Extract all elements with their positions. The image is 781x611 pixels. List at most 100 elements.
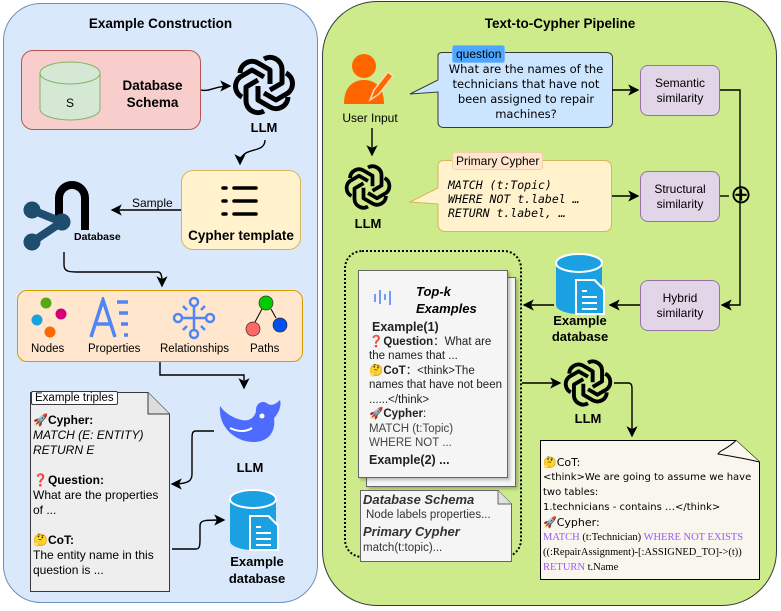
graph-element-relationships: Relationships	[160, 343, 230, 355]
question-mark-icon: ❓	[33, 473, 48, 487]
semantic-line2: similarity	[656, 90, 704, 105]
primary-cypher-tag: Primary Cypher	[452, 152, 544, 170]
properties-icon	[89, 297, 128, 338]
output-cot-heading: CoT:	[556, 456, 581, 469]
left-panel-arrows	[63, 80, 266, 550]
example-database-icon[interactable]	[229, 489, 281, 551]
topk-cypher-heading: Cypher	[383, 408, 423, 420]
topk-question-heading: Question	[383, 335, 434, 348]
audio-wave-icon	[374, 290, 391, 305]
openai-llm-icon[interactable]	[344, 163, 392, 211]
primary-cypher-line: WHERE NOT t.label …	[448, 192, 580, 206]
triples-cot-heading: CoT:	[47, 533, 74, 547]
left-panel-title: Example Construction	[88, 16, 233, 31]
hybrid-line2: similarity	[656, 305, 704, 320]
output-content: 🤔CoT: <think>We are going to assume we h…	[543, 455, 759, 575]
llm-top-label: LLM	[250, 120, 278, 135]
schema-cylinder-label: S	[65, 96, 74, 110]
question-line: machines?	[495, 107, 557, 121]
topk-cypher-line: MATCH (t:Topic)	[369, 422, 454, 435]
openai-llm-icon[interactable]	[232, 53, 296, 117]
example-triples-note	[30, 392, 170, 592]
user-edit-icon[interactable]	[344, 52, 394, 106]
schema-context-note	[360, 490, 512, 562]
right-example-db-line1: Example	[553, 313, 607, 328]
topk-content: Example(1) ❓Question：What are the names …	[369, 320, 504, 467]
question-line: technicians that have not	[452, 77, 600, 91]
cypher-template-label: Cypher template	[188, 228, 294, 243]
question-line: been assigned to repair	[457, 92, 595, 106]
rocket-icon: 🚀	[543, 516, 557, 529]
schema-box-title: Database Schema	[110, 77, 195, 111]
schema-title-line1: Database	[122, 78, 183, 93]
schema-note-heading: Database Schema	[363, 492, 475, 507]
primary-cypher-line: MATCH (t:Topic)	[448, 178, 552, 192]
primary-cypher-note-heading: Primary Cypher	[363, 524, 460, 539]
thinking-face-icon: 🤔	[33, 533, 48, 547]
relationships-icon	[172, 296, 216, 340]
triples-cypher-line2: RETURN E	[33, 443, 95, 457]
primary-cypher-line: RETURN t.label, …	[448, 206, 566, 220]
example-triples-tag: Example triples	[31, 391, 118, 405]
example-database-icon[interactable]	[555, 253, 607, 315]
thinking-face-icon: 🤔	[369, 364, 384, 377]
deepseek-whale-icon[interactable]	[216, 392, 284, 446]
llm-primary-label: LLM	[354, 216, 382, 231]
combine-plus-icon: ⊕	[730, 179, 752, 209]
rocket-icon: 🚀	[369, 408, 384, 420]
keyword-match: MATCH	[543, 532, 580, 543]
triples-question-heading: Question:	[47, 473, 104, 487]
question-mark-icon: ❓	[369, 335, 384, 348]
semantic-line1: Semantic	[654, 75, 706, 90]
triples-question-text: What are the properties of ...	[33, 488, 159, 517]
schema-cylinder-icon	[39, 61, 101, 121]
user-input-label: User Input	[342, 111, 398, 125]
schema-note-content: Database Schema Node labels properties..…	[363, 492, 508, 555]
output-code-text: t.Name	[585, 562, 619, 573]
example-triples-content: 🚀Cypher: MATCH (E: ENTITY) RETURN E ❓Que…	[33, 413, 163, 578]
graph-element-nodes: Nodes	[31, 343, 65, 355]
topk-examples-card[interactable]	[358, 270, 508, 478]
right-panel-arrows	[366, 84, 741, 438]
paths-icon	[245, 295, 288, 337]
topk-title-line2: Examples	[416, 301, 477, 316]
schema-title-line2: Schema	[126, 95, 179, 110]
output-cot-line: two tables:	[543, 487, 599, 498]
example1-heading: Example(1)	[372, 320, 439, 334]
thinking-face-icon: 🤔	[543, 456, 557, 469]
structural-line2: similarity	[656, 196, 704, 211]
right-panel-title: Text-to-Cypher Pipeline	[484, 16, 636, 31]
deepseek-llm-label: LLM	[236, 460, 264, 475]
triples-cot-text: The entity name in this question is ...	[33, 548, 154, 577]
question-text: What are the names of the technicians th…	[440, 62, 612, 122]
example2-heading: Example(2) ...	[369, 452, 450, 467]
left-example-db-line1: Example	[230, 554, 284, 569]
topk-cot-text: ：<think>The names that have not been ...…	[369, 364, 502, 406]
rocket-icon: 🚀	[33, 413, 48, 427]
output-note	[540, 440, 760, 580]
topk-cot-heading: CoT	[383, 364, 406, 377]
output-cypher-heading: Cypher:	[556, 516, 600, 529]
question-bubble	[409, 52, 613, 128]
keyword-where-not-exists: WHERE NOT EXISTS	[643, 532, 744, 543]
openai-llm-icon[interactable]	[563, 358, 613, 408]
topk-cypher-colon: :	[422, 408, 427, 420]
graph-database-icon[interactable]	[22, 178, 112, 268]
hybrid-line1: Hybrid	[662, 290, 698, 305]
right-example-db-line2: database	[551, 329, 609, 344]
structural-line1: Structural	[654, 181, 706, 196]
triples-cypher-line1: MATCH (E: ENTITY)	[33, 428, 144, 442]
primary-cypher-code: MATCH (t:Topic) WHERE NOT t.label … RETU…	[448, 178, 580, 220]
primary-cypher-bubble	[408, 160, 612, 232]
list-icon	[221, 186, 258, 216]
sample-edge-label: Sample	[132, 196, 173, 210]
cypher-template-box[interactable]	[181, 170, 301, 250]
llm-final-label: LLM	[574, 411, 602, 426]
output-code-line2: ((:RepairAssignment)-[:ASSIGNED_TO]->(t)…	[543, 547, 742, 558]
graph-element-paths: Paths	[250, 343, 280, 355]
topk-title-line1: Top-k	[416, 284, 451, 299]
topk-title: Top-k Examples	[416, 283, 477, 317]
